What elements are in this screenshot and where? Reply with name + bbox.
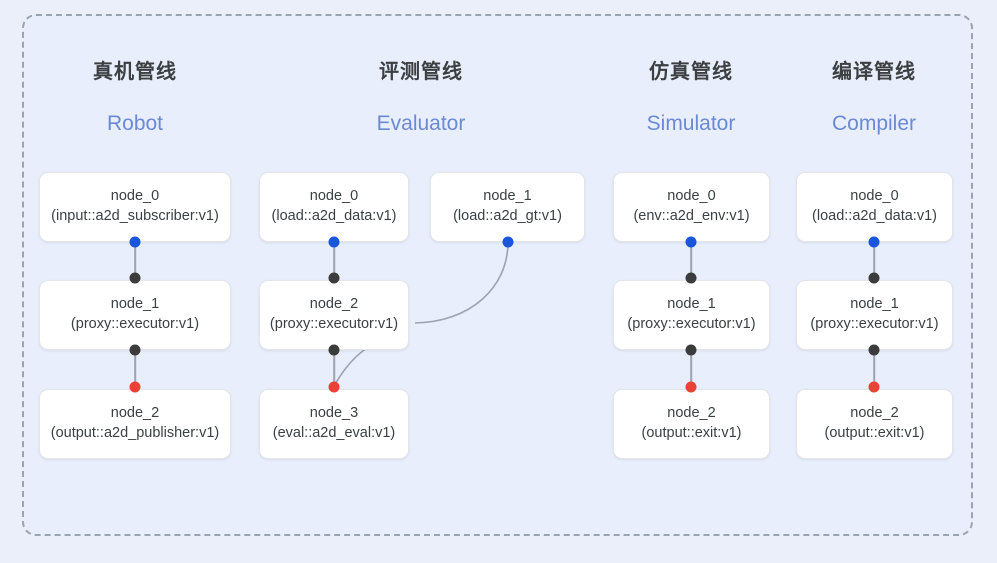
port-output-compiler-1[interactable] bbox=[868, 344, 880, 356]
edge-robot-0-to-1 bbox=[134, 242, 136, 278]
node-kind: (env::a2d_env:v1) bbox=[633, 208, 750, 224]
node-kind: (proxy::executor:v1) bbox=[70, 316, 200, 332]
node-kind: (output::a2d_publisher:v1) bbox=[50, 425, 220, 441]
node-kind: (output::exit:v1) bbox=[641, 425, 742, 441]
port-input-compiler-2[interactable] bbox=[868, 381, 880, 393]
node-compiler-2[interactable]: node_2 (output::exit:v1) bbox=[796, 389, 953, 459]
port-output-compiler-0[interactable] bbox=[868, 236, 880, 248]
node-compiler-0[interactable]: node_0 (load::a2d_data:v1) bbox=[796, 172, 953, 242]
node-name: node_0 bbox=[667, 188, 716, 205]
node-robot-2[interactable]: node_2 (output::a2d_publisher:v1) bbox=[39, 389, 231, 459]
node-evaluator-1[interactable]: node_1 (load::a2d_gt:v1) bbox=[430, 172, 585, 242]
node-name: node_2 bbox=[309, 296, 359, 313]
port-output-simulator-0[interactable] bbox=[685, 236, 697, 248]
node-name: node_2 bbox=[850, 405, 899, 422]
port-output-evaluator-2[interactable] bbox=[328, 344, 340, 356]
node-evaluator-3[interactable]: node_3 (eval::a2d_eval:v1) bbox=[259, 389, 409, 459]
node-simulator-1[interactable]: node_1 (proxy::executor:v1) bbox=[613, 280, 770, 350]
node-evaluator-0[interactable]: node_0 (load::a2d_data:v1) bbox=[259, 172, 409, 242]
port-output-robot-0[interactable] bbox=[129, 236, 141, 248]
node-evaluator-2[interactable]: node_2 (proxy::executor:v1) bbox=[259, 280, 409, 350]
node-name: node_0 bbox=[850, 188, 899, 205]
port-input-simulator-2[interactable] bbox=[685, 381, 697, 393]
node-robot-1[interactable]: node_1 (proxy::executor:v1) bbox=[39, 280, 231, 350]
node-name: node_3 bbox=[309, 405, 359, 422]
port-output-robot-1[interactable] bbox=[129, 344, 141, 356]
node-simulator-2[interactable]: node_2 (output::exit:v1) bbox=[613, 389, 770, 459]
port-input-evaluator-3[interactable] bbox=[328, 381, 340, 393]
node-name: node_1 bbox=[483, 188, 532, 205]
edge-simulator-1-to-2 bbox=[690, 350, 692, 387]
port-output-evaluator-0[interactable] bbox=[328, 236, 340, 248]
port-input-evaluator-2[interactable] bbox=[328, 272, 340, 284]
node-name: node_1 bbox=[110, 296, 160, 313]
port-output-evaluator-1[interactable] bbox=[502, 236, 514, 248]
port-input-simulator-1[interactable] bbox=[685, 272, 697, 284]
port-output-simulator-1[interactable] bbox=[685, 344, 697, 356]
edge-simulator-0-to-1 bbox=[690, 242, 692, 278]
node-kind: (output::exit:v1) bbox=[824, 425, 925, 441]
edge-compiler-1-to-2 bbox=[873, 350, 875, 387]
node-kind: (proxy::executor:v1) bbox=[810, 316, 939, 332]
node-name: node_2 bbox=[667, 405, 716, 422]
edge-compiler-0-to-1 bbox=[873, 242, 875, 278]
node-name: node_1 bbox=[667, 296, 716, 313]
edge-robot-1-to-2 bbox=[134, 350, 136, 387]
node-kind: (load::a2d_data:v1) bbox=[271, 208, 397, 224]
node-kind: (input::a2d_subscriber:v1) bbox=[51, 208, 219, 224]
port-input-robot-2[interactable] bbox=[129, 381, 141, 393]
node-compiler-1[interactable]: node_1 (proxy::executor:v1) bbox=[796, 280, 953, 350]
node-kind: (eval::a2d_eval:v1) bbox=[272, 425, 396, 441]
node-name: node_1 bbox=[850, 296, 899, 313]
node-kind: (proxy::executor:v1) bbox=[627, 316, 756, 332]
node-name: node_2 bbox=[110, 405, 160, 422]
node-kind: (load::a2d_gt:v1) bbox=[453, 208, 562, 224]
node-kind: (proxy::executor:v1) bbox=[269, 316, 399, 332]
node-name: node_0 bbox=[309, 188, 359, 205]
node-simulator-0[interactable]: node_0 (env::a2d_env:v1) bbox=[613, 172, 770, 242]
node-kind: (load::a2d_data:v1) bbox=[812, 208, 937, 224]
edge-evaluator-0-to-2 bbox=[333, 242, 335, 278]
port-input-compiler-1[interactable] bbox=[868, 272, 880, 284]
node-name: node_0 bbox=[110, 188, 160, 205]
port-input-robot-1[interactable] bbox=[129, 272, 141, 284]
node-robot-0[interactable]: node_0 (input::a2d_subscriber:v1) bbox=[39, 172, 231, 242]
